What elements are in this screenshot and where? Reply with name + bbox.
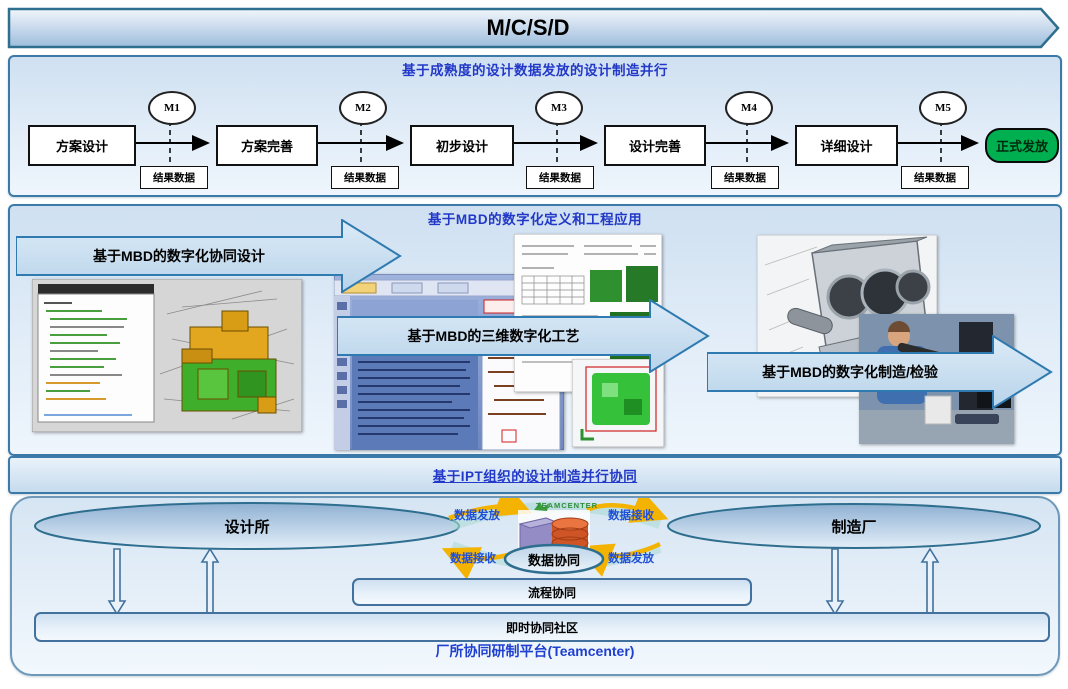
result-label-5: 结果数据	[914, 172, 956, 184]
result-box-5: 结果数据	[901, 166, 969, 189]
stage-box-5: 详细设计	[795, 125, 898, 166]
ipt-banner: 基于IPT组织的设计制造并行协同	[8, 456, 1062, 494]
platform-caption: 厂所协同研制平台(Teamcenter)	[435, 643, 635, 659]
milestone-m1: M1	[148, 91, 196, 125]
mbd-arrow-3: 基于MBD的数字化制造/检验	[706, 334, 1053, 410]
right-top-flow-label: 数据接收	[608, 510, 654, 522]
stage-box-2: 方案完善	[216, 125, 318, 166]
design-up-arrow	[200, 547, 220, 615]
milestone-m4: M4	[725, 91, 773, 125]
milestone-m3: M3	[535, 91, 583, 125]
result-label-3: 结果数据	[539, 172, 581, 184]
mcsd-banner-title: M/C/S/D	[486, 15, 569, 40]
cad-design-screenshot	[32, 279, 302, 432]
stage-label-5: 详细设计	[820, 139, 873, 154]
release-box: 正式发放	[985, 128, 1059, 163]
data-receive-right-arrow	[586, 498, 669, 523]
mbd-arrow-1: 基于MBD的数字化协同设计	[15, 218, 402, 294]
mbd-arrow-2: 基于MBD的三维数字化工艺	[336, 298, 710, 374]
milestone-m5-label: M5	[935, 102, 951, 114]
mbd-title: 基于MBD的数字化定义和工程应用	[427, 212, 643, 227]
milestone-m3-label: M3	[551, 102, 567, 114]
factory-down-arrow	[825, 548, 845, 616]
stage-box-1: 方案设计	[28, 125, 136, 166]
data-collaboration-label: 数据协同	[527, 552, 580, 568]
left-top-flow-label: 数据发放	[454, 510, 500, 522]
mbd-arrow-1-label: 基于MBD的数字化协同设计	[93, 248, 265, 264]
result-label-4: 结果数据	[724, 172, 766, 184]
milestone-m2: M2	[339, 91, 387, 125]
milestone-m5: M5	[919, 91, 967, 125]
result-box-3: 结果数据	[526, 166, 594, 189]
mcsd-banner: M/C/S/D	[7, 7, 1060, 49]
maturity-section: 基于成熟度的设计数据发放的设计制造并行 方案设	[8, 55, 1062, 197]
community-bar: 即时协同社区	[34, 612, 1050, 642]
mbd-section: 基于MBD的数字化定义和工程应用	[8, 204, 1062, 456]
platform-graphics	[34, 498, 1041, 616]
release-label: 正式发放	[995, 139, 1048, 154]
milestone-m2-label: M2	[355, 102, 371, 114]
design-down-arrow	[107, 548, 127, 616]
process-collaboration-label: 流程协同	[527, 585, 576, 600]
teamcenter-logo-text: TEAMCENTER	[536, 501, 599, 510]
result-box-1: 结果数据	[140, 166, 208, 189]
maturity-title: 基于成熟度的设计数据发放的设计制造并行	[402, 63, 668, 78]
design-institute-label: 设计所	[224, 518, 270, 536]
left-bottom-flow-label: 数据接收	[450, 553, 496, 565]
milestone-m4-label: M4	[741, 102, 757, 114]
mbd-arrow-2-label: 基于MBD的三维数字化工艺	[407, 328, 580, 344]
stage-box-3: 初步设计	[410, 125, 514, 166]
data-release-left-arrow	[448, 498, 533, 521]
platform-section: 设计所 制造厂 TEAMCENTER 数据协同 数据发放 数据接收 数据接收 数…	[10, 496, 1060, 676]
right-bottom-flow-label: 数据发放	[608, 553, 654, 565]
community-label: 即时协同社区	[505, 620, 578, 635]
stage-label-3: 初步设计	[435, 139, 488, 154]
maturity-connectors	[132, 121, 979, 166]
factory-up-arrow	[920, 547, 940, 615]
factory-label: 制造厂	[831, 518, 877, 536]
stage-label-2: 方案完善	[240, 139, 293, 154]
result-label-1: 结果数据	[153, 172, 195, 184]
ipt-title: 基于IPT组织的设计制造并行协同	[432, 469, 638, 484]
mbd-arrow-3-label: 基于MBD的数字化制造/检验	[762, 364, 938, 380]
stage-label-4: 设计完善	[628, 139, 681, 154]
teamcenter-leaf-icon	[534, 502, 549, 511]
green-part-image	[572, 359, 664, 447]
result-box-2: 结果数据	[331, 166, 399, 189]
result-box-4: 结果数据	[711, 166, 779, 189]
factory-ellipse	[667, 503, 1041, 549]
process-collaboration-box: 流程协同	[352, 578, 752, 606]
result-label-2: 结果数据	[344, 172, 386, 184]
stage-box-4: 设计完善	[604, 125, 706, 166]
milestone-m1-label: M1	[164, 102, 180, 114]
data-collaboration-oval	[503, 543, 605, 575]
stage-label-1: 方案设计	[55, 139, 108, 154]
